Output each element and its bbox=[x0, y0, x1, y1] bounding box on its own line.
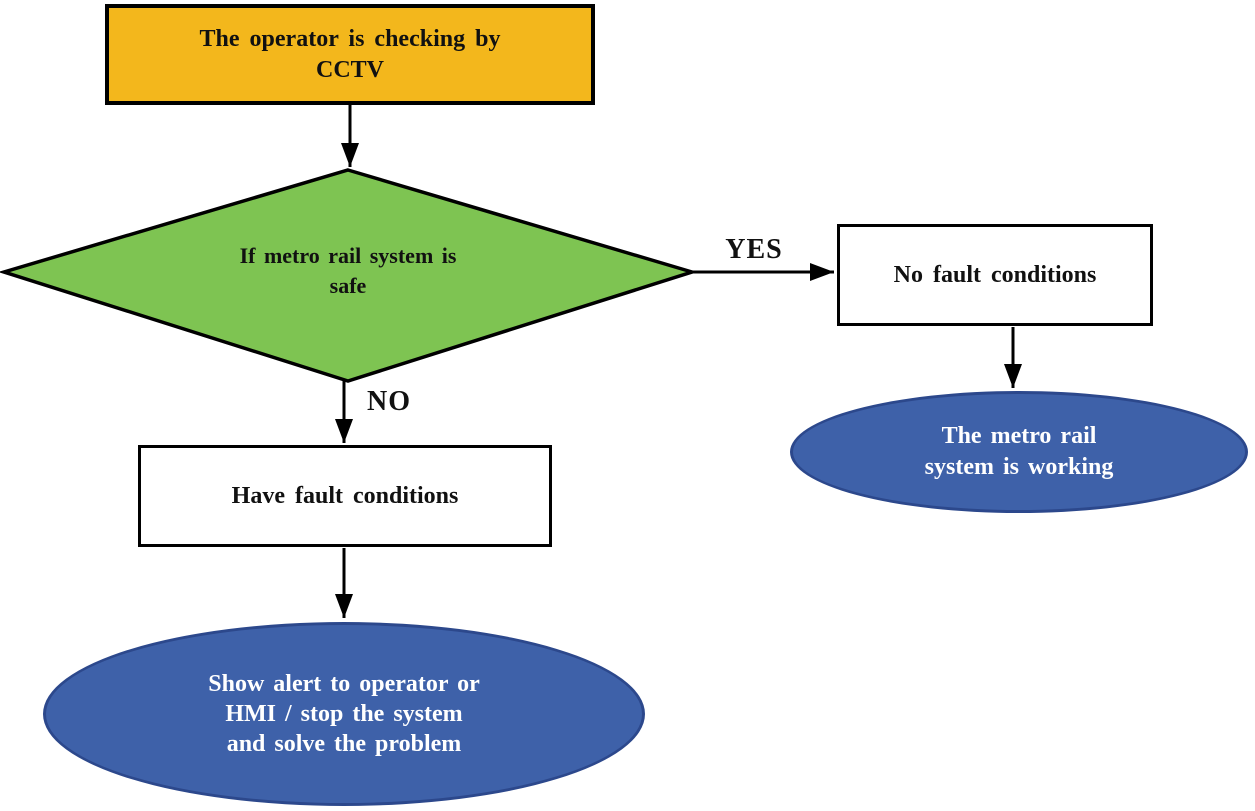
have-fault-node-label: Have fault conditions bbox=[231, 482, 459, 509]
decision-diamond-shape bbox=[0, 168, 698, 383]
working-node: The metro rail system is working bbox=[790, 391, 1248, 513]
decision-node-line-1: If metro rail system is bbox=[239, 243, 457, 268]
start-node-line-1: The operator is checking by bbox=[199, 25, 501, 52]
no-fault-node: No fault conditions bbox=[837, 224, 1153, 326]
alert-node: Show alert to operator or HMI / stop the… bbox=[43, 622, 645, 806]
working-node-line-2: system is working bbox=[924, 454, 1114, 480]
decision-node-label: If metro rail system is safe bbox=[173, 241, 523, 301]
no-fault-node-label: No fault conditions bbox=[893, 261, 1097, 288]
alert-node-line-3: and solve the problem bbox=[226, 731, 462, 757]
edge-label-no: NO bbox=[367, 386, 411, 417]
edge-label-yes: YES bbox=[725, 234, 783, 265]
have-fault-node: Have fault conditions bbox=[138, 445, 552, 547]
start-node: The operator is checking by CCTV bbox=[105, 4, 595, 105]
start-node-line-2: CCTV bbox=[315, 56, 384, 83]
alert-node-line-1: Show alert to operator or bbox=[208, 671, 480, 697]
decision-node-line-2: safe bbox=[329, 273, 367, 298]
alert-node-line-2: HMI / stop the system bbox=[225, 701, 463, 727]
working-node-line-1: The metro rail bbox=[941, 423, 1097, 449]
